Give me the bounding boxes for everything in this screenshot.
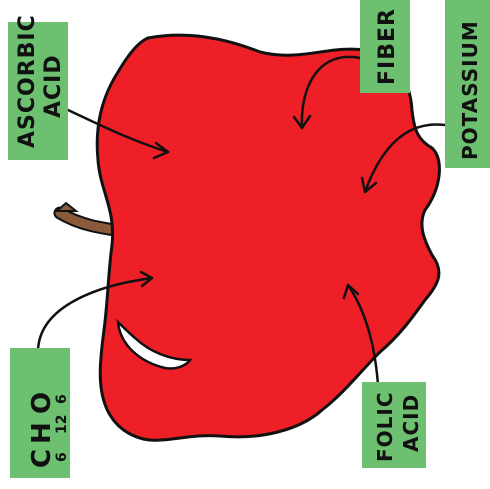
label-ascorbic-acid: ASCORBIC ACID xyxy=(8,14,68,160)
label-folic-line1: FOLIC xyxy=(373,391,397,462)
label-glucose-formula: C 6 H 12 O 6 xyxy=(10,348,70,478)
formula-h: H xyxy=(27,421,57,444)
formula-c-sub: 6 xyxy=(54,452,70,462)
formula-o: O xyxy=(27,391,57,414)
label-ascorbic-line2: ACID xyxy=(41,54,66,118)
label-potassium: POTASSIUM xyxy=(445,0,490,168)
label-folic-line2: ACID xyxy=(399,394,423,452)
formula-c: C xyxy=(27,448,57,468)
formula-h-sub: 12 xyxy=(54,415,70,434)
label-fiber: FIBER xyxy=(360,0,410,93)
label-folic-acid: FOLIC ACID xyxy=(362,382,426,468)
apple-body xyxy=(97,35,439,440)
label-potassium-text: POTASSIUM xyxy=(458,20,482,160)
formula-o-sub: 6 xyxy=(54,394,70,404)
label-fiber-text: FIBER xyxy=(375,8,400,85)
label-ascorbic-line1: ASCORBIC xyxy=(15,14,40,148)
